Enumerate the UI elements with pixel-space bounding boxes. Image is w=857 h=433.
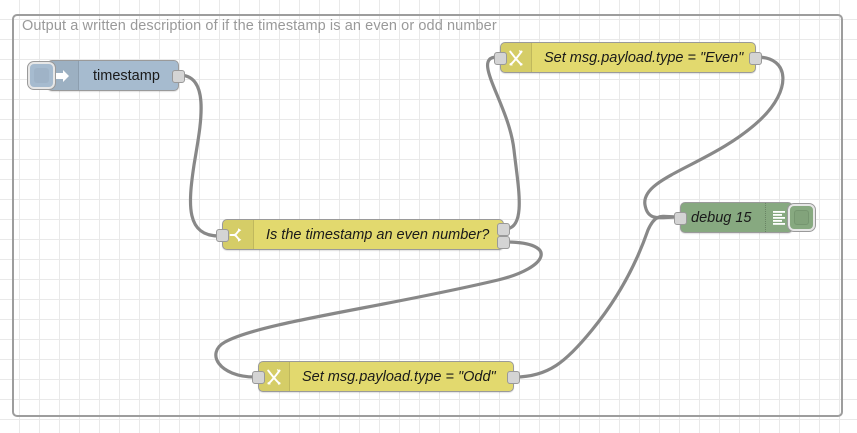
change-odd-node-label: Set msg.payload.type = "Odd" xyxy=(302,368,496,385)
debug-lines-icon xyxy=(765,203,792,232)
inject-trigger-button[interactable] xyxy=(27,61,56,90)
switch-output-port-1[interactable] xyxy=(497,223,510,236)
debug-input-port[interactable] xyxy=(674,212,687,225)
wire-switch-to-change-odd xyxy=(214,240,543,379)
node-debug-15[interactable]: debug 15 xyxy=(674,202,816,233)
inject-node-label: timestamp xyxy=(93,67,160,84)
node-change-set-even[interactable]: Set msg.payload.type = "Even" xyxy=(494,42,762,73)
change-odd-output-port[interactable] xyxy=(507,371,520,384)
node-switch-even-check[interactable]: Is the timestamp an even number? xyxy=(216,219,510,250)
node-inject-timestamp[interactable]: timestamp xyxy=(27,60,185,91)
flow-group-title: Output a written description of if the t… xyxy=(22,18,497,34)
wire-change-even-to-debug xyxy=(643,55,785,220)
debug-enable-toggle-inner xyxy=(794,210,809,225)
node-change-set-odd[interactable]: Set msg.payload.type = "Odd" xyxy=(252,361,520,392)
debug-enable-toggle[interactable] xyxy=(787,203,816,232)
inject-output-port[interactable] xyxy=(172,70,185,83)
wire-inject-to-switch xyxy=(177,73,221,238)
change-even-output-port[interactable] xyxy=(749,52,762,65)
inject-trigger-button-inner xyxy=(34,68,49,83)
switch-output-port-2[interactable] xyxy=(497,236,510,249)
switch-input-port[interactable] xyxy=(216,229,229,242)
wire-switch-to-change-even xyxy=(485,55,521,231)
wire-change-odd-to-debug xyxy=(513,214,680,379)
change-even-node-label: Set msg.payload.type = "Even" xyxy=(544,49,744,66)
change-odd-input-port[interactable] xyxy=(252,371,265,384)
change-even-input-port[interactable] xyxy=(494,52,507,65)
debug-node-label: debug 15 xyxy=(691,209,752,226)
switch-node-label: Is the timestamp an even number? xyxy=(266,226,490,243)
